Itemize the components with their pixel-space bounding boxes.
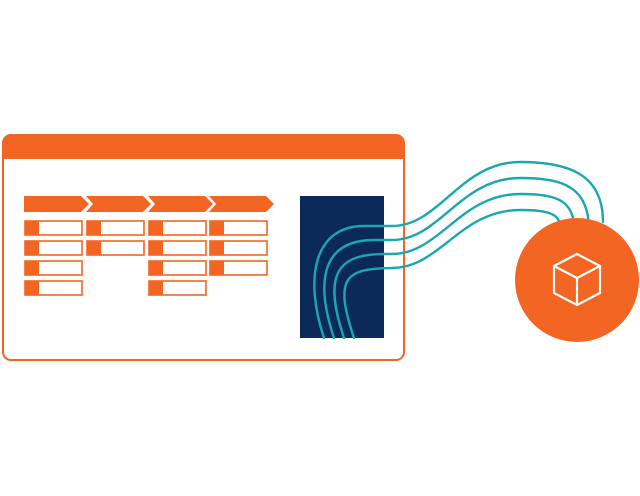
stage-chevron: [209, 196, 274, 212]
stage-chevron: [24, 196, 89, 212]
window-titlebar: [3, 135, 404, 159]
stage-item-tab: [25, 261, 39, 275]
target-node: [515, 218, 639, 342]
connector-lines: [313, 160, 605, 340]
stage-item-tab: [87, 241, 101, 255]
stage-chevron: [148, 196, 213, 212]
stage-item-tab: [210, 261, 224, 275]
stage-item-tab: [210, 221, 224, 235]
pipeline: [24, 196, 274, 296]
connector-line: [313, 160, 605, 340]
cube-icon: [552, 252, 602, 307]
stage-item-tab: [25, 221, 39, 235]
stage-item-tab: [149, 281, 163, 295]
connector-line: [323, 176, 591, 340]
connector-line: [333, 192, 577, 340]
connector-line: [343, 208, 563, 340]
stage-item-tab: [149, 221, 163, 235]
stage-item-tab: [149, 241, 163, 255]
stage-item-tab: [87, 221, 101, 235]
stage-item-tab: [25, 281, 39, 295]
stage-item-tab: [210, 241, 224, 255]
stage-chevron: [86, 196, 151, 212]
stage-item-tab: [25, 241, 39, 255]
stage-item-tab: [149, 261, 163, 275]
